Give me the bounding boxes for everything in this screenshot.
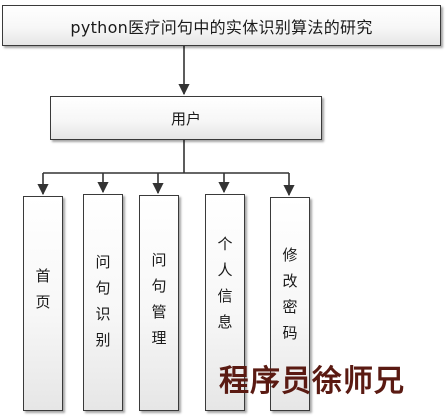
label-char: 个 <box>217 234 233 253</box>
label-char: 首 <box>35 266 51 285</box>
node-question-management-label: 问句管理 <box>151 247 166 351</box>
label-char: 句 <box>95 278 111 297</box>
label-char: 修 <box>282 246 298 264</box>
label-char: 页 <box>35 292 51 311</box>
label-char: 问 <box>95 252 111 271</box>
node-home: 首页 <box>23 196 63 411</box>
node-question-recognition: 问句识别 <box>83 194 123 411</box>
node-question-management: 问句管理 <box>139 195 179 411</box>
node-personal-info-label: 个人信息 <box>217 231 232 335</box>
node-change-password-label: 修改密码 <box>282 242 297 346</box>
label-char: 密 <box>282 298 298 316</box>
watermark-text: 程序员徐师兄 <box>219 364 405 399</box>
root-node: python医疗问句中的实体识别算法的研究 <box>2 5 441 46</box>
user-node: 用户 <box>50 96 322 140</box>
label-char: 理 <box>151 329 167 347</box>
node-home-label: 首页 <box>35 263 50 315</box>
node-personal-info: 个人信息 <box>205 194 245 411</box>
label-char: 别 <box>95 330 111 349</box>
label-char: 改 <box>282 272 298 290</box>
label-char: 管 <box>151 303 167 321</box>
label-char: 问 <box>151 251 167 269</box>
root-node-label: python医疗问句中的实体识别算法的研究 <box>70 17 373 37</box>
node-change-password: 修改密码 <box>270 197 310 411</box>
label-char: 息 <box>217 312 233 331</box>
label-char: 人 <box>217 260 233 279</box>
label-char: 码 <box>282 324 298 342</box>
label-char: 识 <box>95 304 111 323</box>
node-question-recognition-label: 问句识别 <box>95 249 110 353</box>
user-node-label: 用户 <box>170 109 201 128</box>
label-char: 信 <box>217 286 233 305</box>
label-char: 句 <box>151 277 167 295</box>
